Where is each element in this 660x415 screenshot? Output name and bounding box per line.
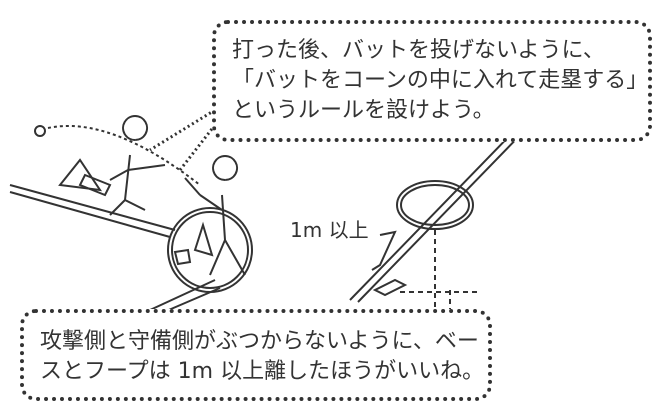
- runner-figure-icon: [109, 115, 166, 216]
- base-right-icon: [372, 278, 408, 297]
- bubble-text-line: というルールを設けよう。: [232, 98, 495, 123]
- bubble-tail-top-2: [178, 124, 217, 171]
- bubble-text-line: 打った後、バットを投げないように、: [232, 38, 605, 63]
- batter-figure-icon: [184, 155, 246, 276]
- bubble-text-line: 「バットをコーンの中に入れて走塁する」: [232, 68, 649, 93]
- cone-icon: [58, 158, 103, 192]
- bubble-text-line: スとフープは 1m 以上離したほうがいいね。: [40, 359, 485, 384]
- bubble-tail-top: [149, 108, 216, 152]
- bat-in-cone-icon: [78, 173, 112, 197]
- foul-line-left: [9, 184, 176, 238]
- speech-bubble-bottom: 攻撃側と守備側がぶつからないように、ベー スとフープは 1m 以上離したほうがい…: [20, 309, 492, 401]
- foul-line-right: [349, 124, 529, 303]
- distance-label: 1m 以上: [290, 218, 369, 242]
- distance-bracket: [371, 230, 397, 271]
- bubble-text-line: 攻撃側と守備側がぶつからないように、ベー: [40, 329, 479, 354]
- speech-bubble-top: 打った後、バットを投げないように、 「バットをコーンの中に入れて走塁する」 とい…: [212, 20, 652, 142]
- ball-icon: [34, 125, 46, 137]
- cone-small-icon: [193, 221, 214, 257]
- base-icon: [173, 248, 192, 266]
- hoop-icon: [396, 180, 474, 230]
- zoom-circle: [167, 207, 253, 293]
- dashed-guide: [400, 230, 480, 310]
